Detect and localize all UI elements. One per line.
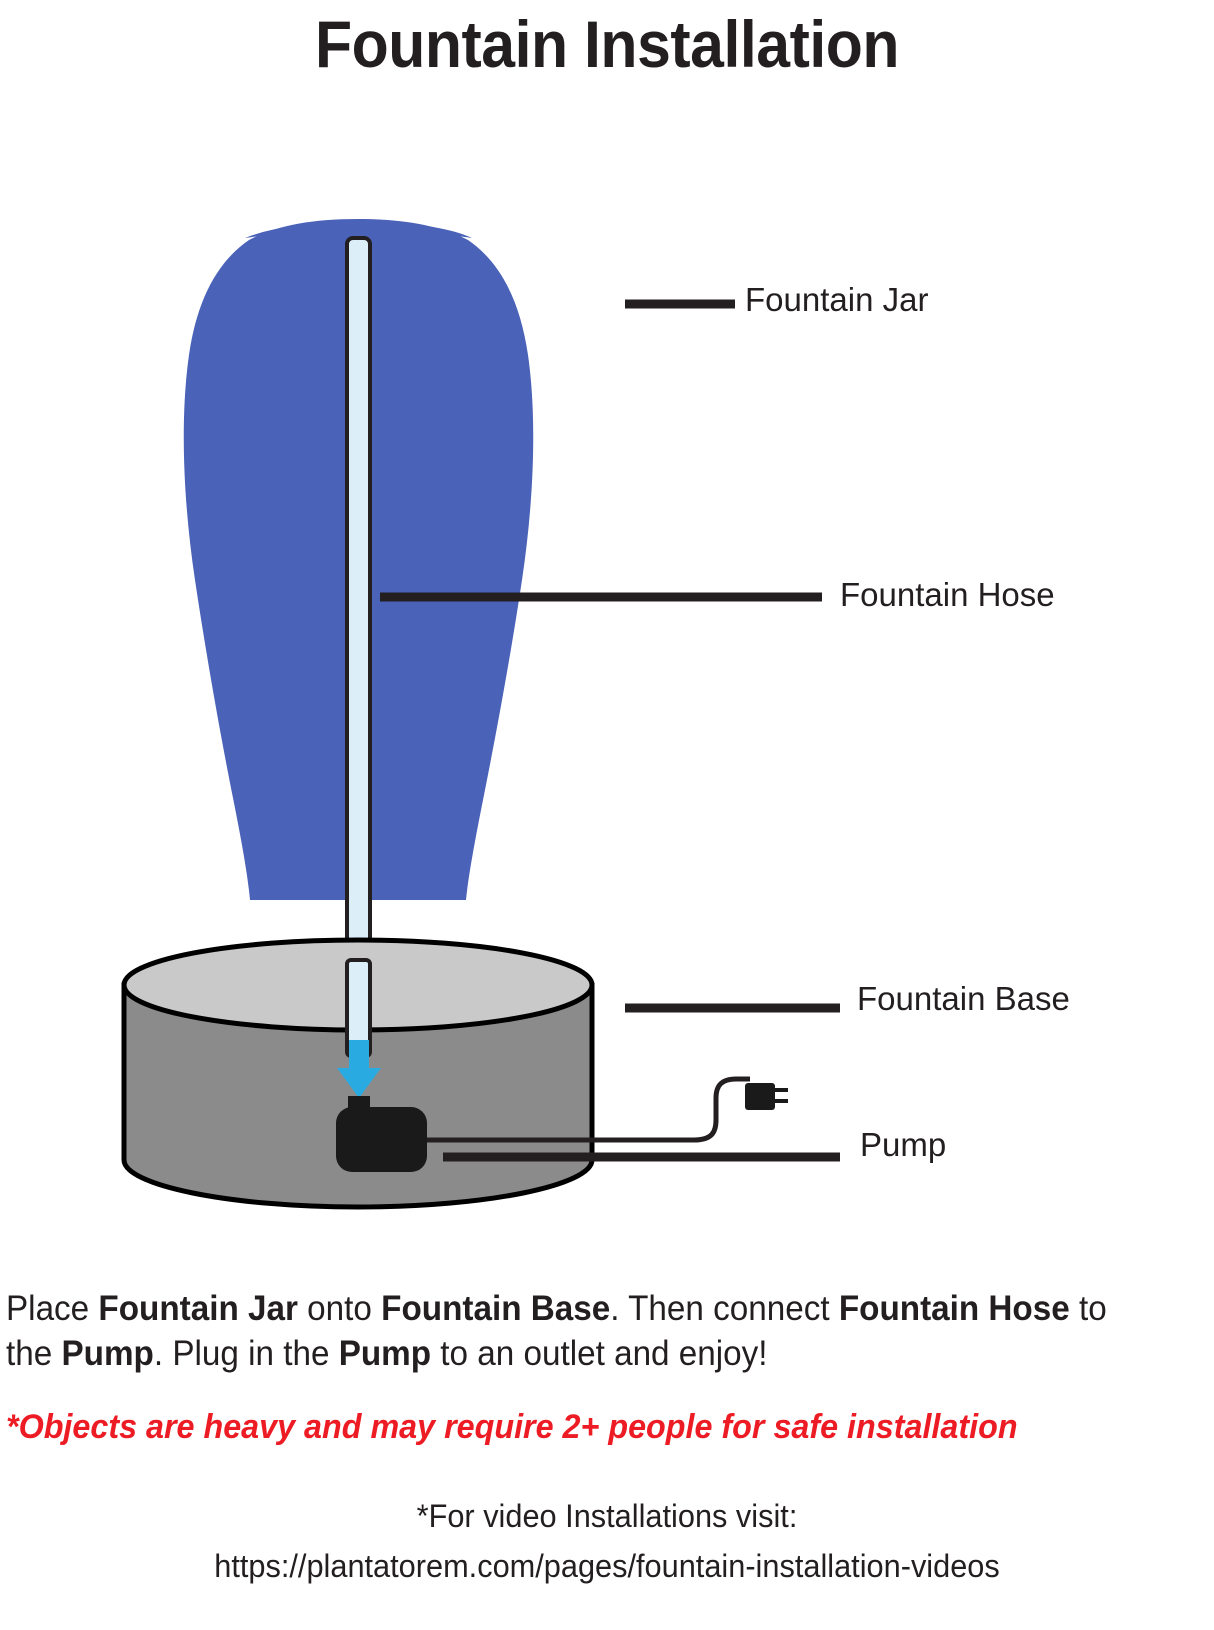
callout-label-pump: Pump (860, 1126, 947, 1163)
power-plug (745, 1083, 788, 1110)
instruction-text: . Plug in the (153, 1333, 339, 1373)
instruction-term: Pump (61, 1333, 154, 1373)
instruction-text: to an outlet and enjoy! (431, 1333, 768, 1373)
fountain-installation-diagram (121, 219, 840, 1210)
callout-label-fountain-hose: Fountain Hose (840, 576, 1055, 613)
footer-video-url[interactable]: https://plantatorem.com/pages/fountain-i… (214, 1548, 1000, 1584)
instruction-term: Fountain Base (381, 1289, 611, 1328)
page-title: Fountain Installation (314, 7, 900, 81)
instruction-term: Pump (338, 1333, 432, 1373)
safety-warning: *Objects are heavy and may require 2+ pe… (6, 1408, 1018, 1446)
instruction-term: Fountain Hose (838, 1289, 1070, 1328)
instruction-term: Fountain Jar (98, 1289, 298, 1328)
instruction-text: Place (6, 1289, 99, 1328)
fountain-hose (345, 236, 372, 1058)
instruction-text: to the (6, 1289, 1107, 1373)
power-cord (372, 1076, 750, 1143)
callout-label-fountain-jar: Fountain Jar (745, 281, 929, 318)
instruction-text: onto (297, 1289, 382, 1328)
water-flow-arrow (337, 1040, 381, 1098)
footer-video-note: *For video Installations visit: (416, 1498, 798, 1534)
pump (336, 1096, 427, 1172)
instructions-paragraph: Place Fountain Jar onto Fountain Base. T… (6, 1287, 1144, 1377)
instruction-text: . Then connect (610, 1289, 839, 1328)
callout-label-fountain-base: Fountain Base (857, 980, 1070, 1017)
